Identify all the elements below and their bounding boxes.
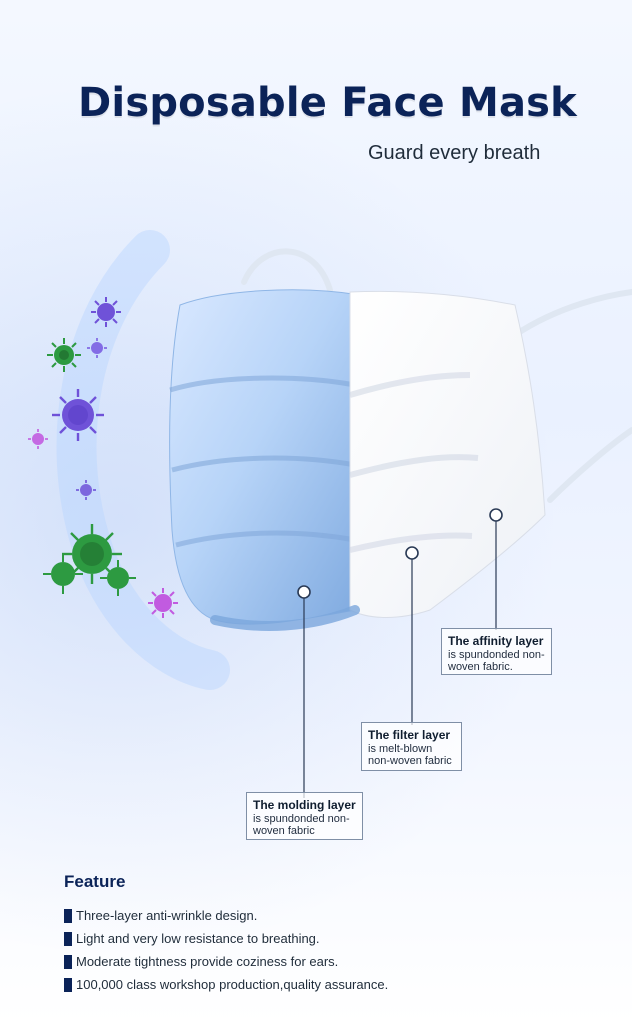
- feature-item: Moderate tightness provide coziness for …: [64, 950, 584, 973]
- virus-icon: [47, 338, 81, 372]
- page-subtitle: Guard every breath: [368, 142, 541, 164]
- feature-text: 100,000 class workshop production,qualit…: [76, 977, 389, 992]
- virus-icon: [100, 560, 136, 596]
- viruses: [28, 297, 178, 618]
- virus-icon: [76, 480, 96, 500]
- square-bullet-icon: [64, 908, 72, 923]
- feature-section: Feature Three-layer anti-wrinkle design.…: [64, 872, 584, 996]
- feature-item: Three-layer anti-wrinkle design.: [64, 904, 584, 927]
- feature-item: 100,000 class workshop production,qualit…: [64, 973, 584, 996]
- mask-white-folds: [349, 372, 479, 553]
- page-title: Disposable Face Mask: [78, 80, 577, 126]
- callout-description: is spundonded non-woven fabric.: [448, 649, 545, 673]
- virus-icon: [28, 429, 48, 449]
- feature-title: Feature: [64, 872, 126, 891]
- callout-molding-layer: The molding layer is spundonded non-wove…: [246, 792, 363, 840]
- callout-description: is spundonded non-woven fabric: [253, 813, 350, 837]
- virus-icon: [52, 389, 104, 441]
- callout-title: The affinity layer: [448, 634, 544, 648]
- virus-icon: [87, 338, 107, 358]
- mask-white-layer: [349, 290, 546, 618]
- feature-list: Three-layer anti-wrinkle design. Light a…: [64, 904, 584, 996]
- callout-affinity-layer: The affinity layer is spundonded non-wov…: [441, 628, 552, 675]
- feature-item: Light and very low resistance to breathi…: [64, 927, 584, 950]
- callout-title: The filter layer: [368, 728, 451, 742]
- virus-icon: [148, 588, 178, 618]
- callout-filter-layer: The filter layer is melt-blown non-woven…: [361, 722, 462, 771]
- square-bullet-icon: [64, 931, 72, 946]
- virus-icon: [91, 297, 121, 327]
- mask-body: [169, 289, 546, 631]
- square-bullet-icon: [64, 977, 72, 992]
- callout-lines: [297, 508, 503, 798]
- callout-description: is melt-blown non-woven fabric: [368, 743, 452, 767]
- callout-title: The molding layer: [253, 798, 356, 812]
- virus-icon: [43, 554, 83, 594]
- square-bullet-icon: [64, 954, 72, 969]
- mask-ear-loops: [241, 248, 632, 503]
- feature-text: Light and very low resistance to breathi…: [76, 931, 320, 946]
- mask-pleats: [169, 375, 356, 548]
- mask-edge-band: [210, 605, 360, 631]
- mask-illustration: [28, 230, 632, 798]
- feature-text: Three-layer anti-wrinkle design.: [76, 908, 258, 923]
- mask-scene: The affinity layer is spundonded non-wov…: [0, 200, 632, 880]
- feature-text: Moderate tightness provide coziness for …: [76, 954, 339, 969]
